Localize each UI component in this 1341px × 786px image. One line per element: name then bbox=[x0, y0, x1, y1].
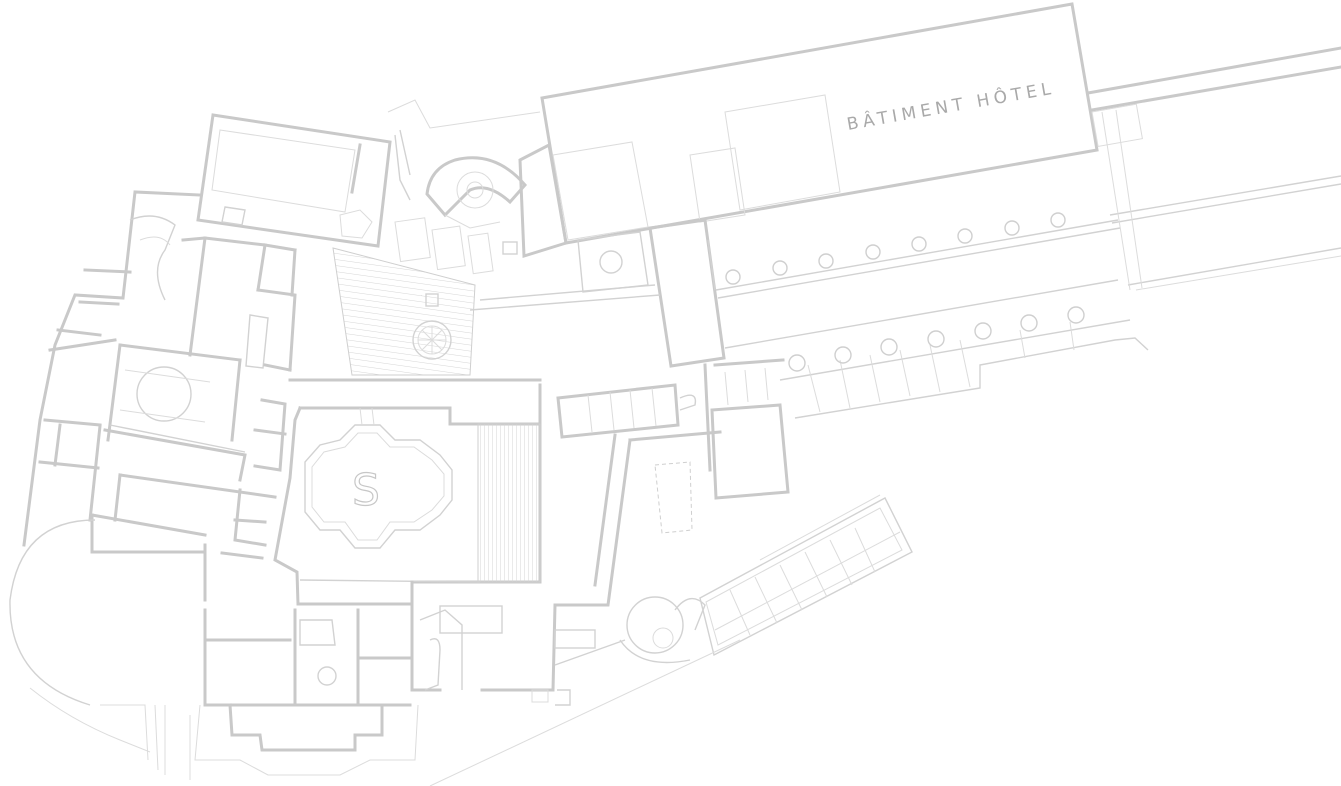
east-service bbox=[480, 358, 790, 692]
central-connector bbox=[469, 142, 726, 368]
south-block bbox=[164, 580, 626, 780]
west-wing bbox=[22, 190, 297, 602]
hotel-east-wing bbox=[715, 46, 1341, 419]
rotunda bbox=[425, 156, 527, 229]
pool-letter: S bbox=[352, 465, 380, 516]
north-service bbox=[387, 99, 541, 275]
terrace bbox=[332, 247, 476, 376]
courtyard bbox=[273, 378, 542, 606]
northwest-block bbox=[196, 113, 392, 248]
pool: S bbox=[304, 407, 453, 549]
building-label-hotel: BÂTIMENT HÔTEL bbox=[845, 77, 1057, 135]
hotel-building: BÂTIMENT HÔTEL bbox=[540, 2, 1099, 245]
colonnade-columns bbox=[725, 212, 1085, 372]
west-arc bbox=[9, 519, 159, 771]
southeast-pavilion bbox=[429, 494, 913, 786]
